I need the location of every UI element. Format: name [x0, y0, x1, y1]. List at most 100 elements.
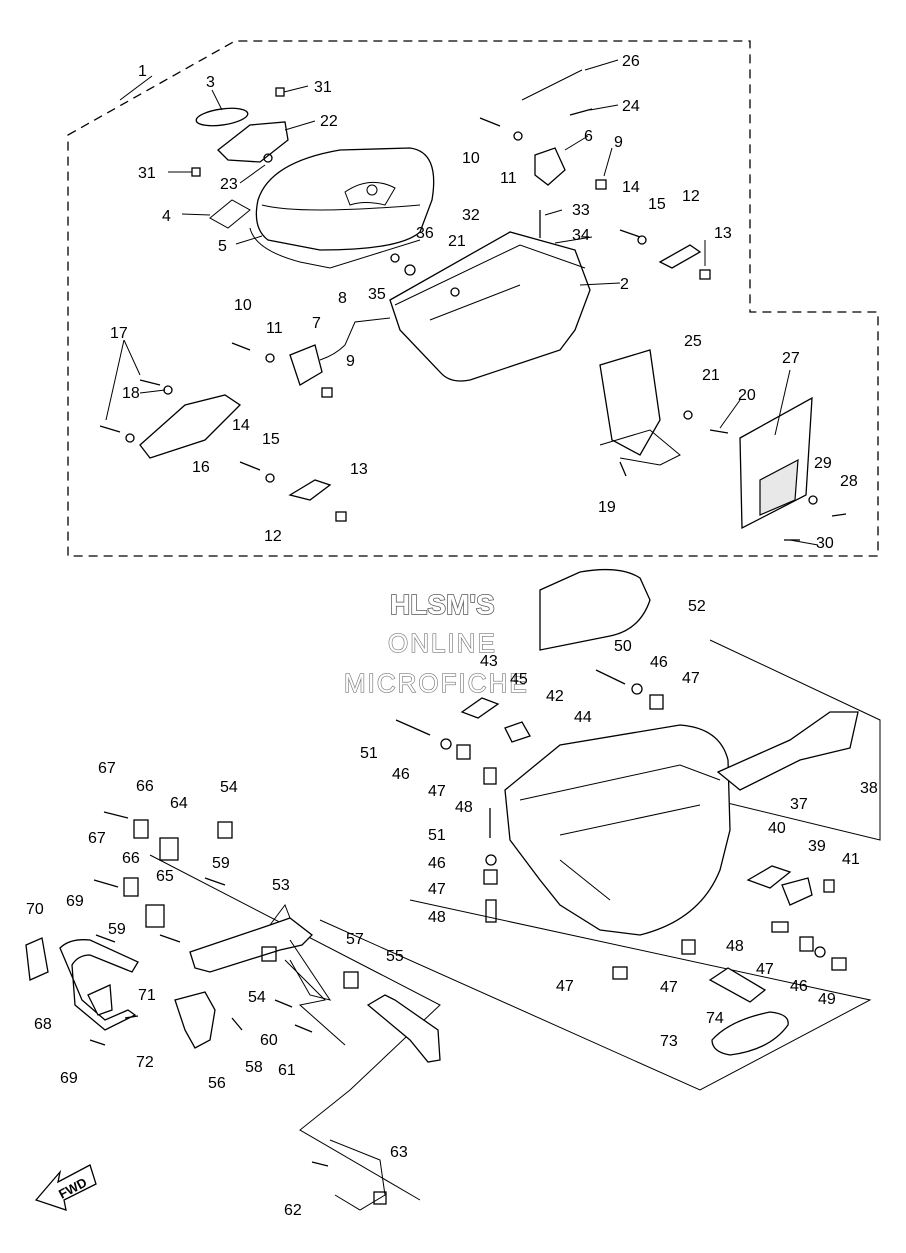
carrier-25 — [599, 349, 661, 456]
callout-label: 47 — [556, 978, 574, 995]
top-case-lid — [255, 147, 435, 251]
callout-label: 63 — [390, 1144, 408, 1161]
rail-37 — [716, 711, 859, 791]
fwd-arrow: FWD — [34, 1164, 97, 1211]
mount-39 — [781, 877, 813, 906]
callout-label: 62 — [284, 1202, 302, 1219]
stay-boundary — [149, 854, 441, 1201]
callout-label: 33 — [572, 202, 590, 219]
callout-label: 19 — [598, 499, 616, 516]
callout-label: 7 — [312, 315, 321, 332]
callout-label: 44 — [574, 709, 592, 726]
callout-label: 66 — [122, 850, 140, 867]
callout-label: 60 — [260, 1032, 278, 1049]
bracket-16 — [139, 394, 242, 459]
callout-label: 35 — [368, 286, 386, 303]
plate-71 — [87, 984, 113, 1016]
callout-label: 15 — [262, 431, 280, 448]
lightning-guide — [284, 959, 346, 1046]
grommet-40 — [746, 865, 792, 889]
saddlebag-cover — [539, 568, 651, 651]
callout-label: 21 — [702, 367, 720, 384]
callout-label: 47 — [428, 881, 446, 898]
reflector-grid — [759, 458, 799, 516]
callout-label: 38 — [860, 780, 878, 797]
callout-label: 31 — [314, 79, 332, 96]
callout-label: 24 — [622, 98, 640, 115]
callout-label: 15 — [648, 196, 666, 213]
callout-labels: 1 3 31 22 31 23 4 5 26 24 10 6 9 11 14 1… — [26, 53, 878, 1219]
callout-label: 48 — [428, 909, 446, 926]
callout-label: 41 — [842, 851, 860, 868]
callout-label: 72 — [136, 1054, 154, 1071]
callout-label: 55 — [386, 948, 404, 965]
callout-label: 21 — [448, 233, 466, 250]
callout-label: 26 — [622, 53, 640, 70]
callout-label: 27 — [782, 350, 800, 367]
lower-fasteners — [395, 669, 847, 980]
callout-label: 8 — [338, 290, 347, 307]
callout-label: 64 — [170, 795, 188, 812]
fwd-label: FWD — [56, 1175, 89, 1202]
latch-26 — [521, 69, 583, 101]
callout-label: 47 — [682, 670, 700, 687]
lid-seal — [249, 227, 421, 269]
callout-label: 47 — [428, 783, 446, 800]
stay-53 — [189, 917, 313, 973]
top-case-body — [389, 231, 591, 382]
callout-label: 13 — [714, 225, 732, 242]
watermark-line-3: MICROFICHE — [344, 668, 529, 698]
carrier-bracket — [599, 429, 681, 466]
latch-74 — [708, 967, 767, 1003]
callout-label: 47 — [660, 979, 678, 996]
callout-label: 53 — [272, 877, 290, 894]
watermark: HLSM'S ONLINE MICROFICHE — [343, 588, 529, 698]
callout-label: 2 — [620, 276, 629, 293]
callout-label: 73 — [660, 1033, 678, 1050]
bar-68 — [59, 939, 139, 1031]
callout-label: 66 — [136, 778, 154, 795]
callout-label: 37 — [790, 796, 808, 813]
callout-label: 9 — [614, 134, 623, 151]
hinge-7 — [289, 344, 323, 386]
bracket-12-lower — [288, 479, 332, 501]
callout-label: 69 — [60, 1070, 78, 1087]
callout-label: 58 — [245, 1059, 263, 1076]
callout-label: 52 — [688, 598, 706, 615]
callout-label: 48 — [726, 938, 744, 955]
callout-label: 23 — [220, 176, 238, 193]
bracket-43 — [460, 697, 500, 719]
callout-label: 74 — [706, 1010, 724, 1027]
callout-label: 32 — [462, 207, 480, 224]
callout-label: 54 — [220, 779, 238, 796]
callout-label: 16 — [192, 459, 210, 476]
callout-label: 18 — [122, 385, 140, 402]
callout-label: 22 — [320, 113, 338, 130]
bracket-70 — [25, 937, 49, 981]
callout-label: 69 — [66, 893, 84, 910]
stay-53-arm — [269, 903, 332, 1001]
callout-label: 47 — [756, 961, 774, 978]
callout-label: 11 — [500, 170, 517, 187]
bracket-42 — [504, 721, 531, 743]
callout-label: 46 — [790, 978, 808, 995]
callout-label: 51 — [360, 745, 378, 762]
lock-assembly — [217, 121, 289, 163]
leader-lines — [105, 59, 819, 546]
callout-label: 67 — [98, 760, 116, 777]
callout-label: 12 — [264, 528, 282, 545]
callout-label: 59 — [108, 921, 126, 938]
callout-label: 39 — [808, 838, 826, 855]
bracket-12-upper — [658, 244, 702, 269]
callout-label: 10 — [234, 297, 252, 314]
callout-label: 11 — [266, 320, 283, 337]
upper-assembly-boundary — [67, 40, 879, 557]
callout-label: 17 — [110, 325, 128, 342]
callout-label: 31 — [138, 165, 156, 182]
stay-bushings — [89, 811, 387, 1205]
callout-label: 40 — [768, 820, 786, 837]
callout-label: 65 — [156, 868, 174, 885]
saddlebag-body — [504, 724, 731, 936]
callout-label: 42 — [546, 688, 564, 705]
